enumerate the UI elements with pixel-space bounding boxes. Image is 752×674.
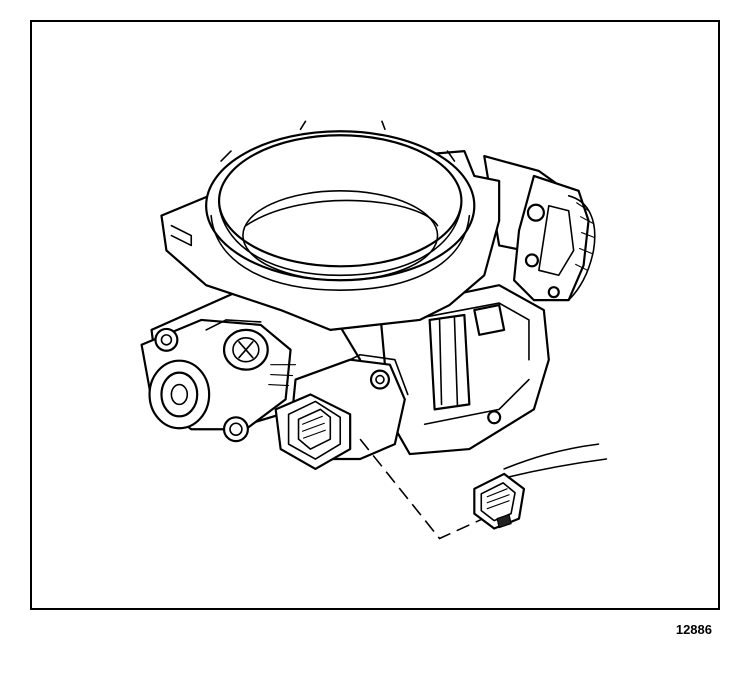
harness-connector-icon [473,443,608,530]
throttle-body-illustration [140,120,608,540]
leader-line [359,438,495,540]
rear-flange [483,154,596,302]
illustration-frame [30,20,720,610]
left-actuator [140,318,297,443]
throttle-bore [205,120,476,291]
figure-number: 12886 [675,622,712,637]
throttle-position-sensor [274,353,409,471]
